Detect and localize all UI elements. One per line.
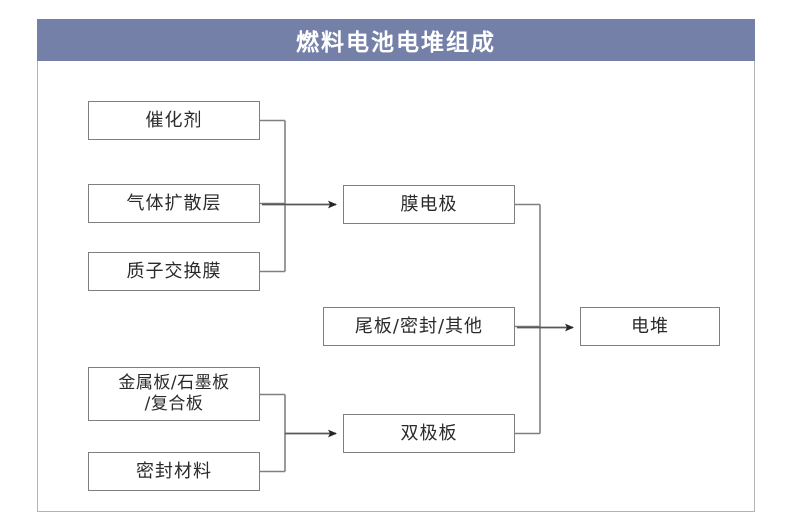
connector-group-stack [515, 203, 541, 435]
node-sealing-material[interactable]: 密封材料 [88, 452, 260, 491]
node-proton-exchange-membrane[interactable]: 质子交换膜 [88, 252, 260, 291]
node-bipolar-plate[interactable]: 双极板 [343, 414, 515, 453]
node-metal-graphite-composite-plate[interactable]: 金属板/石墨板 /复合板 [88, 367, 260, 421]
node-fuel-cell-stack[interactable]: 电堆 [580, 307, 720, 346]
node-catalyst[interactable]: 催化剂 [88, 101, 260, 140]
connector-group-bpp [260, 393, 286, 473]
node-gas-diffusion-layer[interactable]: 气体扩散层 [88, 184, 260, 223]
node-membrane-electrode-assembly[interactable]: 膜电极 [343, 185, 515, 224]
connector-group-mea [260, 119, 286, 273]
page-title: 燃料电池电堆组成 [296, 30, 496, 56]
diagram-title-bar: 燃料电池电堆组成 [37, 19, 755, 61]
node-endplate-seal-other[interactable]: 尾板/密封/其他 [323, 307, 515, 346]
